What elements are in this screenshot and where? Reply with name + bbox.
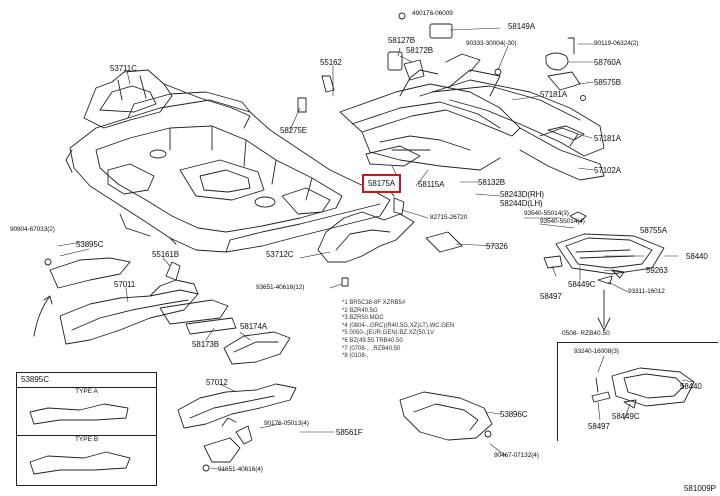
note-line: *4 (0804-..GRC)(R40.5G,XZ(LT).WC.GEN	[342, 322, 455, 329]
label-58449c-lower: 58449C	[612, 412, 640, 421]
note-line: *2 BZR40.5G	[342, 307, 378, 314]
label-82715: 82715-26720	[430, 214, 468, 221]
label-53712c: 53712C	[266, 250, 294, 259]
label-58173b: 58173B	[192, 340, 219, 349]
application-notes: *1 BR5C38-8F XZRB5# *2 BZR40.5G *3 BZR50…	[342, 300, 454, 361]
note-line: *6 BZ(49.50.TRB40.50	[342, 337, 403, 344]
label-53711c: 53711C	[110, 64, 137, 73]
label-90333: 90333-30004(-30)	[466, 40, 517, 47]
bracket-53712c	[317, 197, 463, 287]
label-58132b: 58132B	[478, 178, 505, 187]
inset-type-a: TYPE A	[17, 387, 156, 396]
label-57102a: 57102A	[594, 166, 621, 175]
label-58440-upper: 58440	[686, 252, 708, 261]
leader-lines	[57, 27, 695, 471]
inset-type-b: TYPE B	[17, 435, 156, 444]
label-57181a-upper: 57181A	[540, 90, 567, 99]
variant-group-header: 0508- RZB40.50	[562, 330, 610, 337]
spare-pan-lower	[591, 367, 695, 409]
label-490176: 490176-06009	[412, 10, 453, 17]
label-93540-4: 93540-55014(4)	[540, 218, 585, 225]
label-59263: 59263	[646, 266, 668, 275]
label-57011: 57011	[114, 280, 136, 289]
label-90467: 90467-07132(4)	[494, 452, 539, 459]
part-58175a-shape	[365, 145, 421, 167]
side-member-57012	[177, 383, 297, 472]
label-55162: 55162	[320, 58, 342, 67]
label-58760a: 58760A	[594, 58, 621, 67]
label-58244d: 58244D(LH)	[500, 199, 543, 208]
label-93311: 93311-16012	[628, 288, 665, 295]
label-58575b: 58575B	[594, 78, 621, 87]
label-58440-lower: 58440	[680, 382, 702, 391]
label-58497-lower: 58497	[588, 422, 610, 431]
label-57326: 57326	[486, 242, 508, 251]
label-58755a: 58755A	[640, 226, 667, 235]
label-55161b: 55161B	[152, 250, 179, 259]
note-line: *8 (0108-,	[342, 353, 369, 360]
inset-type-shapes	[29, 403, 131, 475]
label-58115a: 58115A	[418, 180, 445, 189]
variant-group-box: 0508- RZB40.50	[557, 330, 718, 441]
center-cross-members	[339, 53, 605, 181]
note-line: *7 (0708-,. ,RZB40.50	[342, 345, 401, 352]
label-58561f: 58561F	[336, 428, 363, 437]
label-90176: 90176-05013(4)	[264, 420, 309, 427]
label-90904: 90904-67033(2)	[10, 226, 55, 233]
label-53895c: 53895C	[76, 240, 104, 249]
label-58175a-highlight[interactable]: 58175A	[362, 174, 401, 193]
type-inset-box: 53895C TYPE A TYPE B	[16, 372, 157, 486]
label-57012: 57012	[206, 378, 228, 387]
inset-part-number: 53895C	[21, 375, 50, 384]
guard-53896c	[399, 391, 493, 441]
catalog-number: 581009P	[683, 484, 716, 493]
label-93240: 93240-16008(3)	[574, 348, 619, 355]
label-58275e: 58275E	[280, 126, 307, 135]
label-53896c: 53896C	[500, 410, 528, 419]
label-58172b: 58172B	[406, 46, 433, 55]
label-57181a-lower: 57181A	[594, 134, 621, 143]
spare-pan-58440	[543, 211, 665, 331]
note-line: *5 0050-,(EUR,GEN).BZ.XZ(50,1V	[342, 330, 435, 337]
small-brackets-top	[297, 12, 586, 141]
label-58127b: 58127B	[388, 36, 415, 45]
label-58149a: 58149A	[508, 22, 535, 31]
note-line: *3 BZR50.MOC	[342, 315, 384, 322]
label-58497-upper: 58497	[540, 292, 562, 301]
bracket-53711c	[83, 69, 251, 129]
label-93651-12: 93651-40616(12)	[256, 284, 305, 291]
label-93540-3: 93540-55014(3)	[524, 210, 569, 217]
label-58449c-upper: 58449C	[568, 280, 596, 289]
side-member-57011	[33, 257, 237, 345]
note-line: *1 BR5C38-8F XZRB5#	[342, 300, 406, 306]
label-91651-4: 91651-40616(4)	[218, 466, 263, 473]
label-90119: 90119-06324(2)	[594, 40, 639, 47]
brackets-58174a	[223, 331, 291, 365]
label-58243d: 58243D(RH)	[500, 190, 544, 199]
label-58174a: 58174A	[240, 322, 267, 331]
